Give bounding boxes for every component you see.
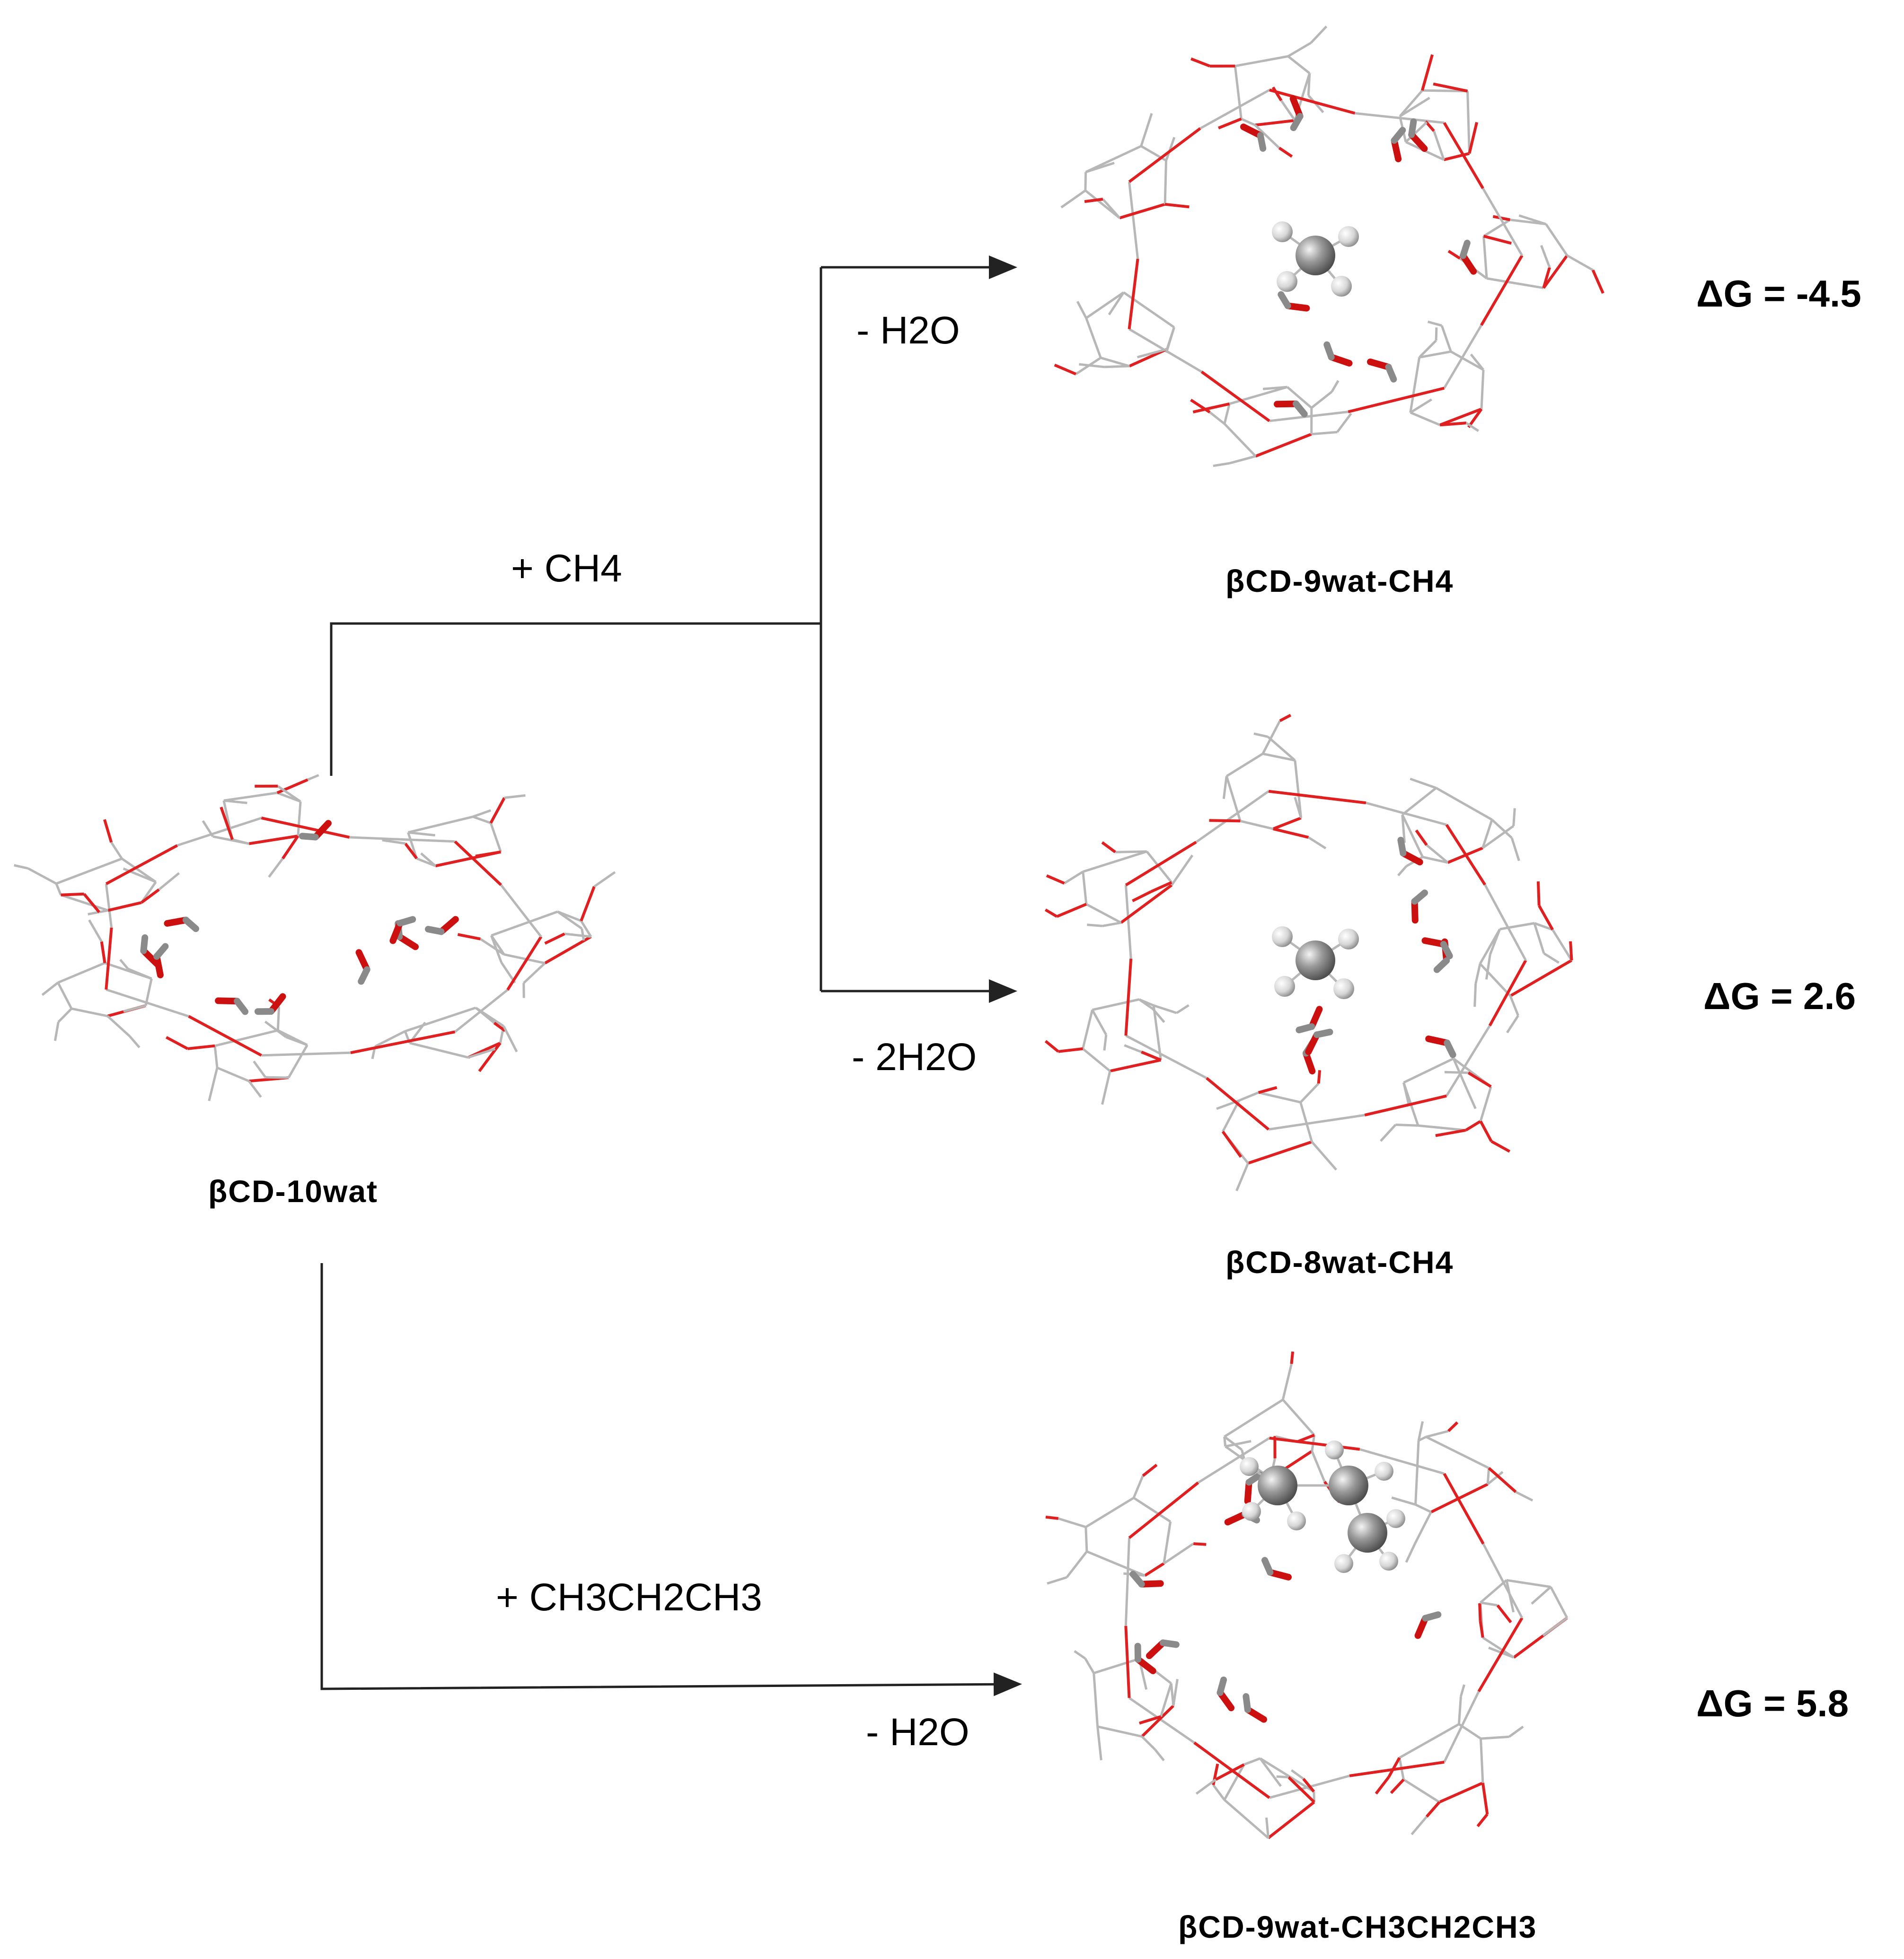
- energy-product2: ΔG = 2.6: [1703, 975, 1856, 1017]
- label-lose-water-bottom: - H2O: [866, 1711, 970, 1754]
- label-add-propane: + CH3CH2CH3: [496, 1576, 762, 1619]
- molecule-product1: [1054, 26, 1604, 467]
- reaction-connectors: [320, 255, 1022, 1696]
- label-lose-water-top: - H2O: [856, 309, 960, 352]
- molecule-start-bcd-10wat: [14, 774, 616, 1101]
- energy-product3: ΔG = 5.8: [1696, 1682, 1849, 1724]
- connector-start-up: [330, 622, 821, 776]
- name-start-complex: βCD-10wat: [208, 1174, 379, 1209]
- label-lose-two-water: - 2H2O: [852, 1036, 977, 1079]
- water-molecules-product2: [1296, 836, 1456, 1075]
- methane-guest-product2: [1272, 926, 1359, 999]
- molecule-product2: [1044, 714, 1573, 1192]
- cyclodextrin-frame-product3: [1045, 1351, 1569, 1839]
- cyclodextrin-frame-product2: [1044, 714, 1573, 1192]
- molecule-product3: [1045, 1351, 1569, 1839]
- methane-guest-product1: [1272, 221, 1359, 297]
- propane-guest-product3: [1240, 1441, 1405, 1573]
- cyclodextrin-frame-product1: [1054, 26, 1604, 467]
- label-add-methane: + CH4: [511, 547, 622, 590]
- name-product1: βCD-9wat-CH4: [1225, 563, 1454, 598]
- water-molecules-start: [140, 820, 459, 1015]
- name-product3: βCD-9wat-CH3CH2CH3: [1178, 1909, 1537, 1944]
- energy-product1: ΔG = -4.5: [1696, 272, 1861, 315]
- water-molecules-product1: [1240, 95, 1477, 418]
- connector-start-down: [320, 1263, 1022, 1696]
- name-product2: βCD-8wat-CH4: [1225, 1245, 1454, 1280]
- cyclodextrin-frame-start: [14, 774, 616, 1101]
